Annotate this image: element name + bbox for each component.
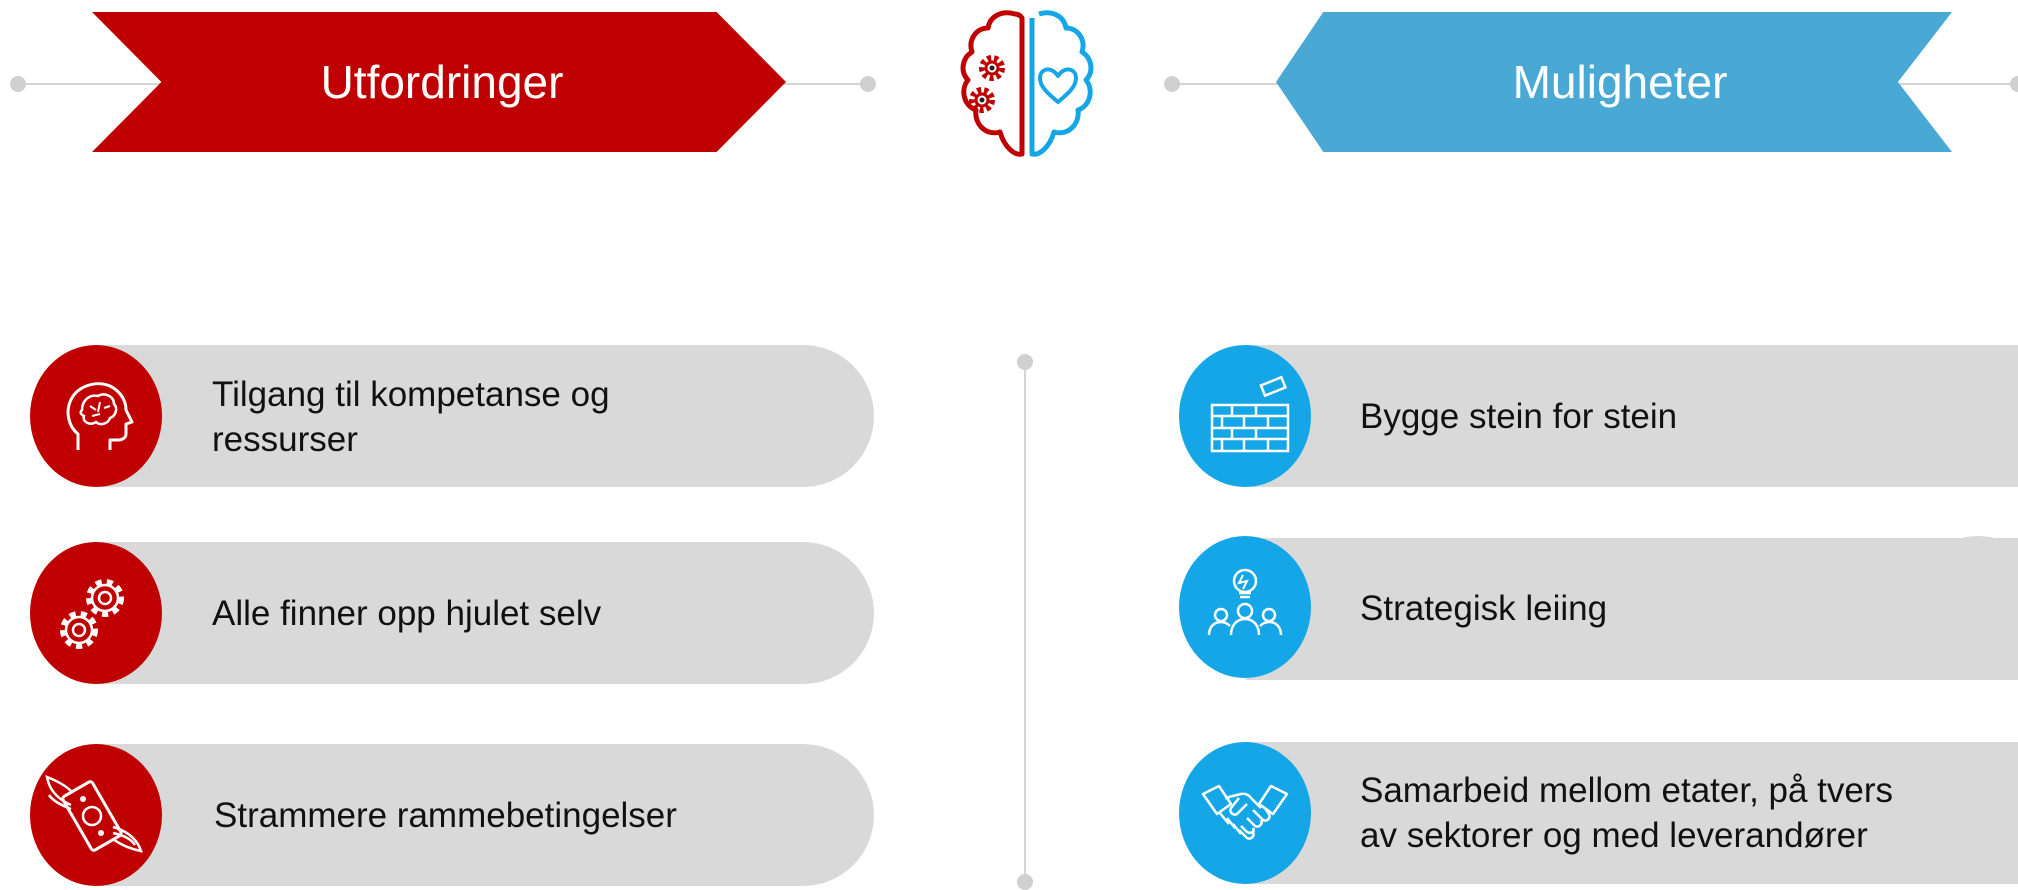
flying-money-icon: [45, 775, 143, 853]
brain-head-icon: [66, 382, 134, 450]
challenges-banner: Utfordringer: [92, 12, 786, 152]
brick-wall-icon: [1210, 375, 1290, 453]
opportunity-text-line1: Samarbeid mellom etater, på tvers: [1360, 771, 1894, 810]
gears-icon: [60, 579, 124, 649]
divider-dot-bottom: [1017, 874, 1033, 890]
challenge-text: Alle finner opp hjulet selv: [212, 593, 602, 633]
opportunity-icon-circle: [1179, 536, 1311, 678]
challenge-icon-circle: [30, 345, 162, 487]
opportunity-text: Samarbeid mellom etater, på tvers av sek…: [1360, 768, 1893, 858]
challenges-title: Utfordringer: [320, 56, 564, 108]
connector-dot: [2010, 76, 2018, 92]
opportunities-title: Muligheter: [1512, 56, 1728, 108]
pill-end-cap: [1908, 536, 2018, 678]
opportunity-icon-circle: [1179, 742, 1311, 884]
opportunities-banner: Muligheter: [1276, 12, 1952, 152]
challenge-pill: [96, 542, 874, 684]
opportunity-icon-circle: [1179, 345, 1311, 487]
challenge-icon-circle: [30, 744, 162, 886]
brain-gear-heart-icon: [942, 8, 1102, 160]
opportunity-text-line2: av sektorer og med leverandører: [1360, 816, 1868, 855]
divider-dot-top: [1017, 354, 1033, 370]
opportunity-pill: [1246, 345, 2018, 487]
connector-dot: [10, 76, 26, 92]
challenge-text-line2: ressurser: [212, 420, 358, 459]
challenge-icon-circle: [30, 542, 162, 684]
challenge-pill: [96, 345, 874, 487]
challenge-text: Tilgang til kompetanse og ressurser: [212, 372, 610, 462]
opportunity-text: Strategisk leiing: [1360, 588, 1608, 628]
challenge-text: Strammere rammebetingelser: [214, 795, 677, 835]
handshake-icon: [1201, 784, 1289, 840]
opportunity-text: Bygge stein for stein: [1360, 396, 1678, 436]
center-divider: [1024, 362, 1026, 882]
challenge-pill: [96, 744, 874, 886]
challenge-text-line1: Tilgang til kompetanse og: [212, 375, 610, 414]
team-lightbulb-icon: [1207, 568, 1283, 636]
opportunity-pill: [1246, 742, 2018, 884]
connector-dot: [1164, 76, 1180, 92]
opportunity-pill: [1246, 538, 2018, 680]
connector-dot: [860, 76, 876, 92]
